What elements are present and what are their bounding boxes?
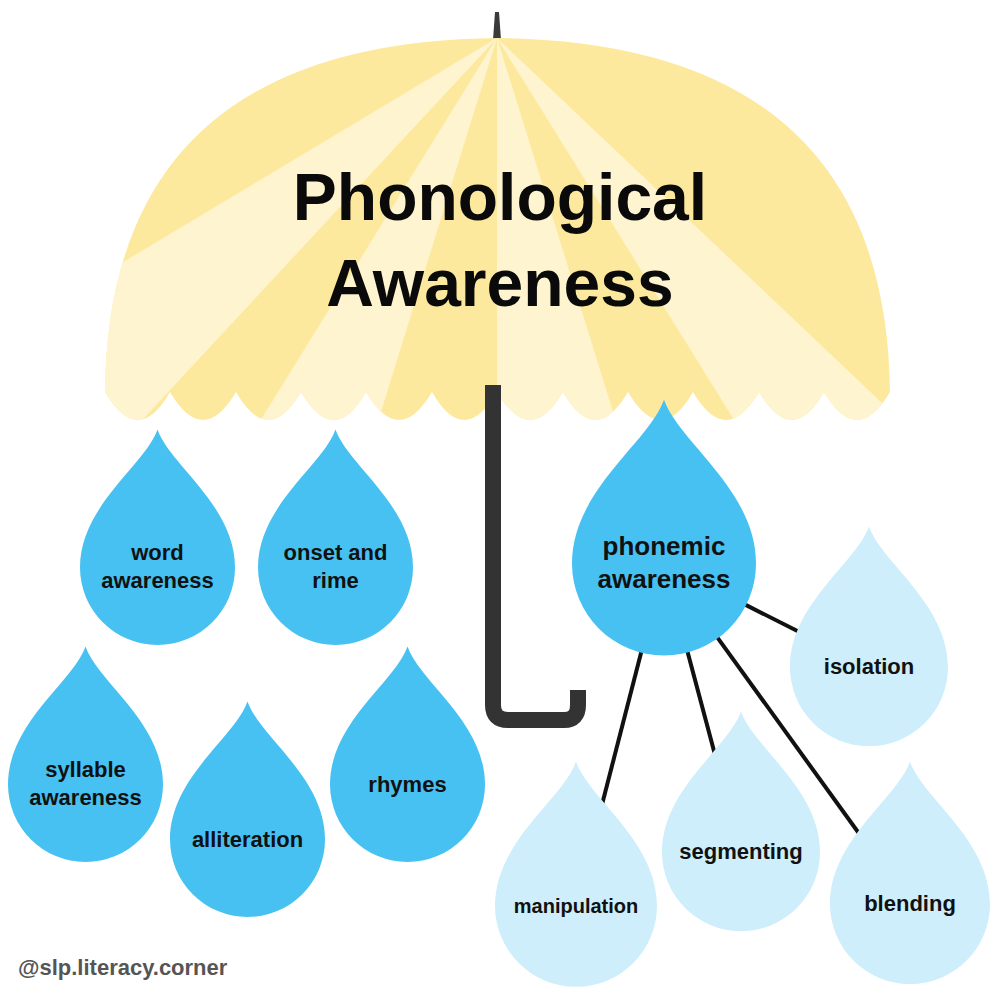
- drop-label: word awareness: [91, 539, 224, 596]
- raindrop-outline: [495, 762, 657, 987]
- raindrop-shape: [80, 428, 235, 645]
- raindrop-node: onset and rime: [258, 428, 413, 645]
- raindrop-node: phonemic awareness: [572, 398, 756, 656]
- umbrella-tip: [493, 12, 501, 40]
- raindrop-node: manipulation: [495, 760, 657, 987]
- title: Phonological Awareness: [260, 155, 740, 327]
- drop-label: alliteration: [181, 825, 314, 854]
- raindrop-outline: [662, 712, 820, 932]
- raindrop-shape: [258, 428, 413, 645]
- connector-line: [745, 605, 799, 632]
- connector-stroke: [745, 605, 799, 632]
- drop-label: segmenting: [673, 838, 809, 867]
- raindrop-shape: [495, 760, 657, 987]
- raindrop-outline: [258, 430, 413, 645]
- raindrop-shape: [790, 525, 948, 746]
- drop-label: rhymes: [341, 770, 474, 799]
- drop-label: blending: [841, 890, 979, 919]
- drop-label: manipulation: [507, 893, 646, 919]
- raindrop-shape: [572, 398, 756, 656]
- raindrop-shape: [8, 645, 163, 862]
- drop-label: onset and rime: [269, 539, 402, 596]
- raindrop-outline: [330, 647, 485, 862]
- raindrop-node: syllable awareness: [8, 645, 163, 862]
- umbrella-handle: [493, 385, 578, 720]
- drop-label: isolation: [801, 653, 937, 682]
- raindrop-shape: [662, 710, 820, 931]
- raindrop-outline: [572, 400, 756, 656]
- raindrop-node: isolation: [790, 525, 948, 746]
- raindrop-outline: [830, 762, 990, 984]
- drop-label: syllable awareness: [19, 756, 152, 813]
- raindrop-outline: [80, 430, 235, 645]
- drop-label: phonemic awareness: [585, 530, 743, 598]
- raindrop-outline: [790, 527, 948, 747]
- umbrella-canopy: [60, 30, 900, 460]
- raindrop-shape: [170, 700, 325, 917]
- raindrop-node: blending: [830, 760, 990, 984]
- raindrop-node: alliteration: [170, 700, 325, 917]
- credit-label: @slp.literacy.corner: [18, 955, 227, 981]
- raindrop-node: segmenting: [662, 710, 820, 931]
- raindrop-node: word awareness: [80, 428, 235, 645]
- raindrop-node: rhymes: [330, 645, 485, 862]
- umbrella-shaft: [486, 388, 500, 402]
- raindrop-outline: [170, 702, 325, 917]
- raindrop-outline: [8, 647, 163, 862]
- raindrop-shape: [830, 760, 990, 984]
- raindrop-shape: [330, 645, 485, 862]
